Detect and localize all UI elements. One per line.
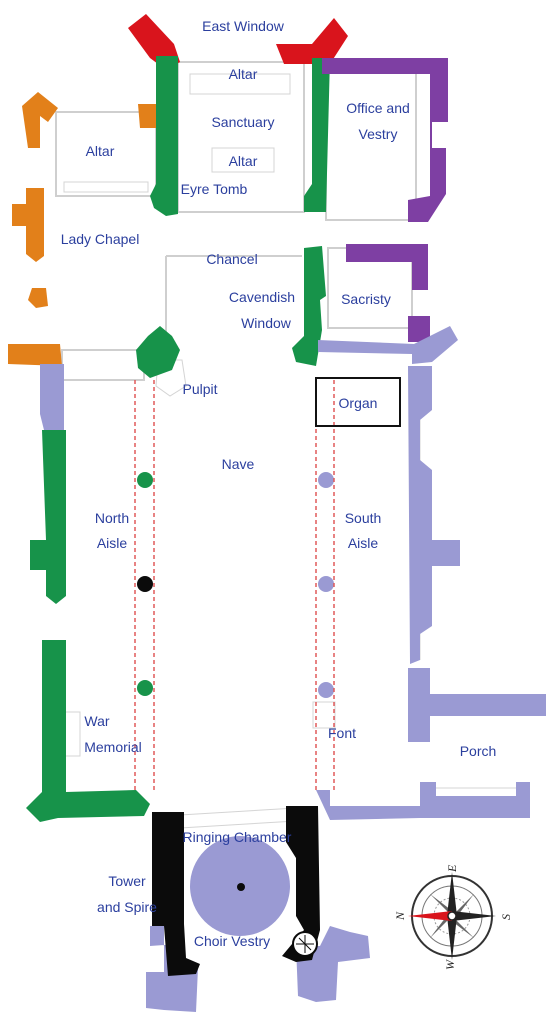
- label-eyre-tomb: Eyre Tomb: [181, 181, 248, 197]
- tower-base-ne: [296, 926, 370, 1002]
- vestry-walls: [322, 58, 448, 342]
- label-sanctuary: Sanctuary: [211, 114, 274, 130]
- tower-base-sw-buttress: [146, 972, 164, 1010]
- compass-main-points: [408, 872, 496, 960]
- label-organ: Organ: [339, 395, 378, 411]
- tower-walls: [137, 576, 320, 976]
- label-war-line1: War: [84, 713, 109, 729]
- label-north-aisle-line1: North: [95, 510, 129, 526]
- north-aisle-wall-lower: [26, 640, 150, 822]
- label-porch: Porch: [460, 743, 497, 759]
- nave-pillar-south-1: [318, 472, 334, 488]
- office-vestry-wall: [322, 58, 448, 222]
- nave-pillar-north-1: [137, 472, 153, 488]
- cavendish-pier: [292, 246, 326, 366]
- label-lady-chapel: Lady Chapel: [61, 231, 140, 247]
- lady-chapel-nw-buttress: [28, 288, 48, 308]
- nave-pillar-north-3: [137, 680, 153, 696]
- label-tower-line1: Tower: [108, 873, 146, 889]
- chancel-south-wall: [304, 58, 330, 212]
- compass-label-north: N: [393, 911, 407, 921]
- label-north-aisle-line2: Aisle: [97, 535, 128, 551]
- east-window-wall-right: [276, 18, 348, 64]
- green-walls: [26, 56, 330, 822]
- arcade-lines: [134, 380, 335, 790]
- nave-pillar-south-2: [318, 576, 334, 592]
- compass-label-south: S: [499, 914, 513, 920]
- porch-walls: [408, 668, 546, 742]
- chancel-north-wall: [150, 56, 178, 216]
- label-office-line1: Office and: [346, 100, 410, 116]
- label-war-line2: Memorial: [84, 739, 142, 755]
- lady-chapel-east-buttress: [138, 104, 156, 128]
- porch-south-wall: [316, 782, 530, 820]
- label-altar-top: Altar: [229, 66, 258, 82]
- label-cavendish-line2: Window: [241, 315, 292, 331]
- label-east-window: East Window: [202, 18, 285, 34]
- lady-chapel-walls: [8, 92, 156, 366]
- nave-pillar-south-3: [318, 682, 334, 698]
- label-altar-left: Altar: [86, 143, 115, 159]
- compass-rose: E S W N: [393, 864, 513, 970]
- south-transept-corner: [318, 326, 458, 364]
- sacristy-wall: [346, 244, 428, 290]
- label-office-line2: Vestry: [359, 126, 398, 142]
- tower-east-wall: [282, 806, 320, 962]
- south-aisle-wall: [408, 366, 460, 664]
- pulpit-pier: [136, 326, 180, 378]
- label-cavendish-line1: Cavendish: [229, 289, 295, 305]
- nave-pillar-north-2: [137, 576, 153, 592]
- labels: East Window Altar Sanctuary Altar Altar …: [61, 18, 497, 949]
- north-aisle-upper-wall-lavender: [40, 364, 64, 430]
- lady-chapel-west-wall: [8, 344, 62, 366]
- north-aisle-wall-upper: [30, 430, 66, 604]
- label-chancel: Chancel: [206, 251, 257, 267]
- organ-box: [315, 377, 401, 427]
- compass-label-east: E: [445, 864, 459, 873]
- lady-chapel-ne-corner: [22, 92, 58, 148]
- tower-stair-spiral: [292, 931, 318, 957]
- label-south-aisle-line1: South: [345, 510, 382, 526]
- label-pulpit: Pulpit: [182, 381, 217, 397]
- label-nave: Nave: [222, 456, 255, 472]
- lady-chapel-north-wall: [12, 188, 44, 262]
- tower-center-dot: [237, 883, 245, 891]
- label-choir-vestry: Choir Vestry: [194, 933, 270, 949]
- compass-label-west: W: [443, 959, 457, 970]
- sacristy-pier: [408, 316, 430, 342]
- label-sacristy: Sacristy: [341, 291, 391, 307]
- label-font: Font: [328, 725, 356, 741]
- label-altar-mid: Altar: [229, 153, 258, 169]
- tower-west-wall: [152, 812, 200, 976]
- label-ringing-chamber: Ringing Chamber: [183, 829, 292, 845]
- label-south-aisle-line2: Aisle: [348, 535, 379, 551]
- label-tower-line2: and Spire: [97, 899, 157, 915]
